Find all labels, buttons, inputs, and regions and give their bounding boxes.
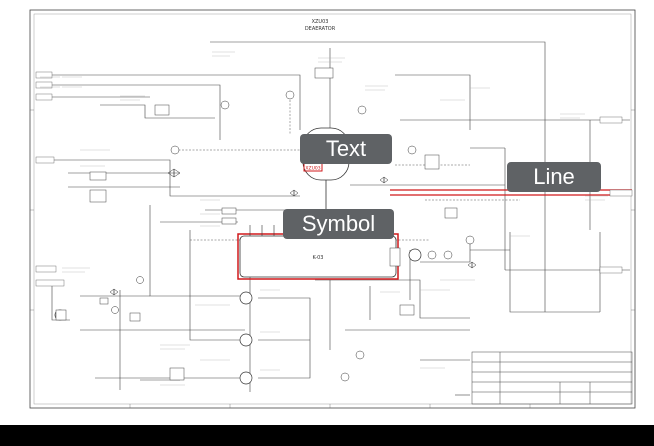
drawing-title-line1: XZU03 <box>312 19 329 25</box>
title-block <box>471 351 633 405</box>
callout-line: Line <box>507 162 601 192</box>
drawing-frame <box>29 9 636 409</box>
drawing-inner-frame <box>33 13 632 405</box>
instrument-lines <box>175 100 520 241</box>
instrument-bubbles <box>111 90 475 382</box>
line-tag-boxes <box>35 71 633 287</box>
vessel-tag: XZU03 <box>305 166 320 172</box>
drawing-title-line2: DEAERATOR <box>305 26 336 32</box>
drum-tag: K-03 <box>313 255 324 261</box>
frame-ticks <box>30 109 635 408</box>
callout-symbol: Symbol <box>283 209 394 239</box>
bottom-band <box>0 425 654 446</box>
callout-text: Text <box>300 134 392 164</box>
equipment-boxes <box>55 67 458 381</box>
annotation-strokes <box>40 51 608 386</box>
valves <box>109 168 477 296</box>
